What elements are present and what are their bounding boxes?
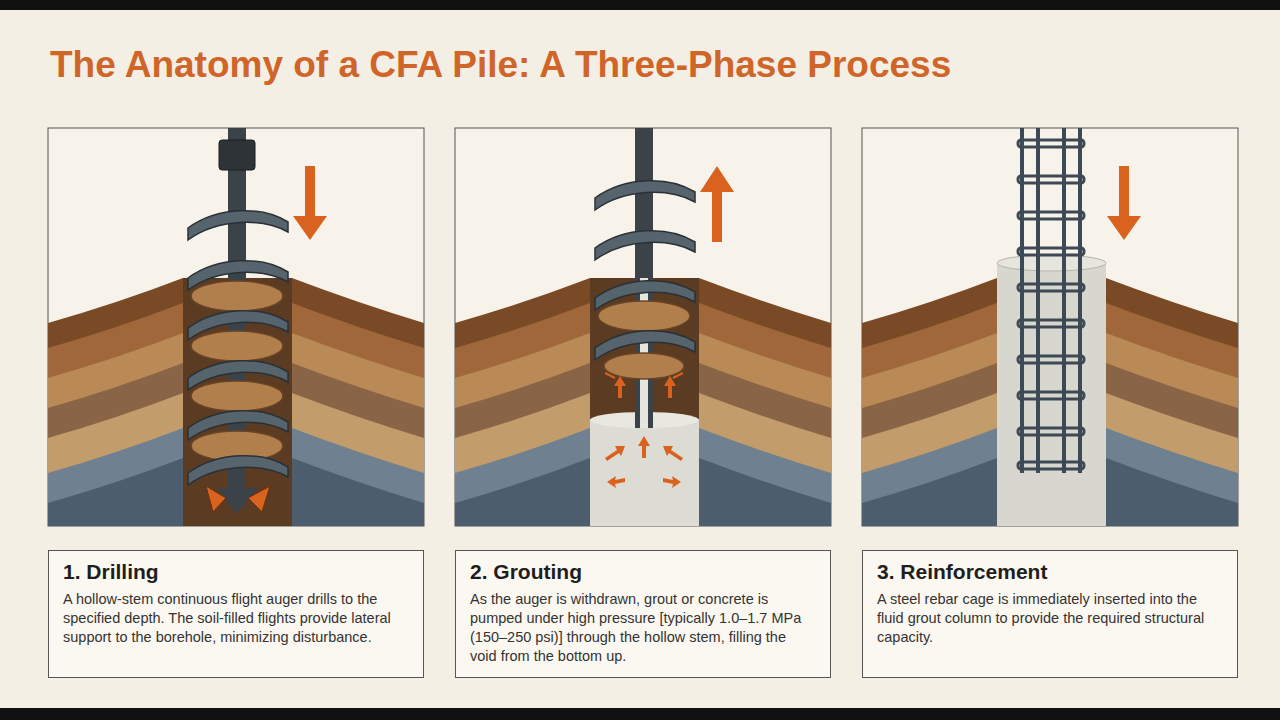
step-description: As the auger is withdrawn, grout or conc…	[470, 590, 816, 666]
grouting-panel	[455, 128, 831, 526]
soil-layers	[48, 278, 424, 526]
bottom-bar	[0, 708, 1280, 720]
step-description: A hollow-stem continuous flight auger dr…	[63, 590, 409, 647]
step-heading: 3. Reinforcement	[877, 560, 1223, 584]
borehole	[183, 278, 292, 526]
panel-frame	[48, 128, 424, 526]
flow-arrows	[605, 376, 683, 488]
panel-frame	[862, 128, 1238, 526]
grout-column	[590, 420, 699, 526]
auger-flights	[595, 181, 695, 360]
caption-box: 1. Drilling A hollow-stem continuous flig…	[48, 550, 424, 678]
step-description: A steel rebar cage is immediately insert…	[877, 590, 1223, 647]
auger-flights	[188, 211, 288, 485]
drilling-panel	[48, 128, 424, 526]
cutting-tooth	[248, 486, 270, 512]
top-bar	[0, 0, 1280, 10]
grout-surface	[997, 255, 1106, 271]
soil-layers	[455, 278, 831, 526]
caption-box: 3. Reinforcement A steel rebar cage is im…	[862, 550, 1238, 678]
pressure-ticks	[605, 373, 683, 378]
down-arrow	[1107, 166, 1141, 240]
rebar-ties	[1018, 140, 1084, 469]
auger-shaft	[635, 128, 653, 428]
step-heading: 1. Drilling	[63, 560, 409, 584]
reinforcement-panel	[862, 128, 1238, 526]
auger-collar	[219, 140, 255, 170]
up-arrow	[700, 166, 734, 242]
down-arrow	[293, 166, 327, 240]
diagram-title: The Anatomy of a CFA Pile: A Three-Phase…	[50, 44, 951, 86]
step-heading: 2. Grouting	[470, 560, 816, 584]
panel-frame	[455, 128, 831, 526]
rebar-verticals	[1022, 128, 1080, 473]
grout-column	[997, 263, 1106, 526]
cutting-tooth	[206, 486, 226, 512]
caption-box: 2. Grouting As the auger is withdrawn, gr…	[455, 550, 831, 678]
